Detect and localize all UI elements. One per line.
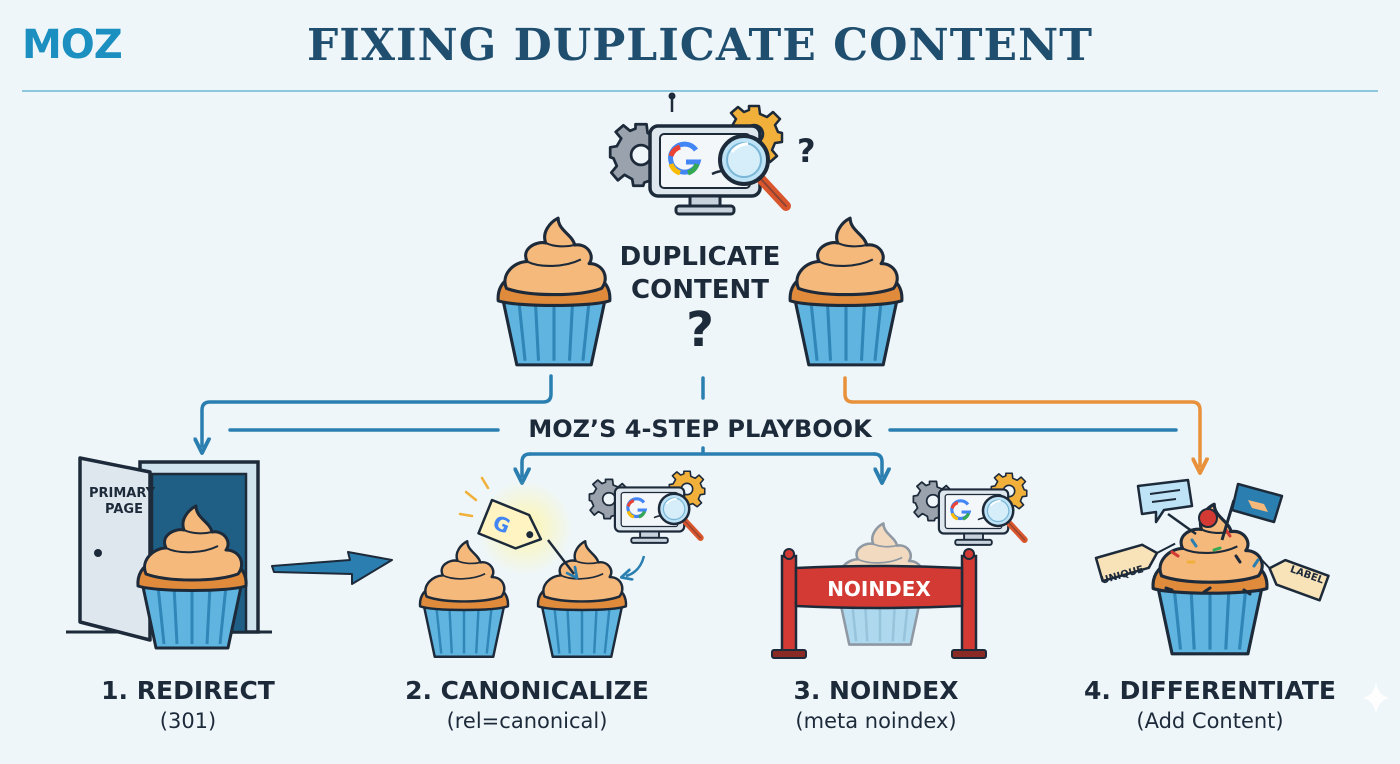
- sparkle-icon: [1362, 682, 1390, 714]
- arrow-to-canonicalize: [522, 452, 532, 476]
- step-3-subtitle: (meta noindex): [795, 709, 957, 733]
- barrier-icon: [771, 548, 987, 659]
- noindex-illustration: [771, 472, 1027, 659]
- arrow-icon: [271, 551, 393, 585]
- question-icon: ?: [797, 132, 816, 170]
- title-divider: [22, 90, 1378, 92]
- step-4-title: 4. DIFFERENTIATE: [1083, 676, 1337, 705]
- center-question-mark: ?: [686, 302, 714, 358]
- search-engine-illustration: ?: [608, 92, 816, 215]
- duplicate-label: DUPLICATE: [619, 242, 781, 272]
- noindex-banner-text: NOINDEX: [827, 577, 931, 601]
- arrow-to-noindex: [872, 452, 882, 476]
- speech-bubble-icon: [1136, 478, 1197, 536]
- step-1-title: 1. REDIRECT: [101, 676, 275, 705]
- step-3-title: 3. NOINDEX: [793, 676, 959, 705]
- tag-icon: [1094, 542, 1176, 583]
- page-title: FIXING DUPLICATE CONTENT: [307, 20, 1093, 71]
- tag-icon: G: [477, 498, 543, 550]
- canonicalize-illustration: G: [418, 470, 706, 659]
- flag-icon: [1220, 482, 1284, 541]
- differentiate-illustration: [1094, 478, 1330, 656]
- step-2-title: 2. CANONICALIZE: [405, 676, 649, 705]
- arrow-to-redirect: [202, 374, 553, 446]
- step-1-subtitle: (301): [159, 709, 217, 733]
- redirect-illustration: [66, 456, 393, 650]
- content-label: CONTENT: [631, 275, 769, 305]
- step-4-subtitle: (Add Content): [1136, 709, 1284, 733]
- arrow-to-differentiate: [843, 376, 1200, 466]
- step-2-subtitle: (rel=canonical): [446, 709, 608, 733]
- playbook-branch: [528, 446, 876, 456]
- door-panel: [78, 456, 152, 642]
- tag-icon: [1258, 556, 1330, 602]
- moz-logo: MOZ: [22, 22, 123, 68]
- door-label-primary: PRIMARY: [89, 486, 156, 501]
- playbook-label: MOZ’S 4-STEP PLAYBOOK: [528, 415, 872, 443]
- door-label-page: PAGE: [105, 502, 143, 517]
